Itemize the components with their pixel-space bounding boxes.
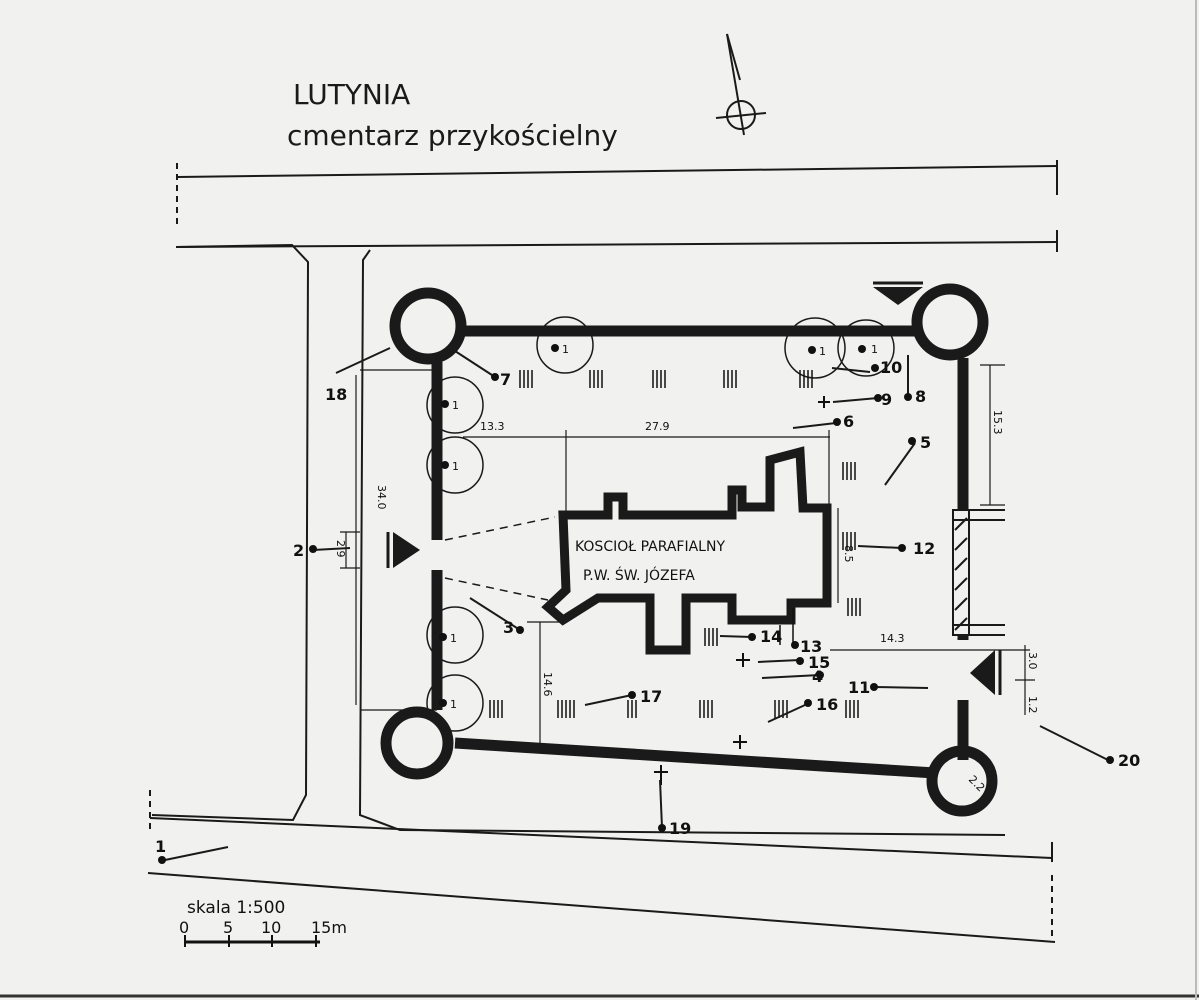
church-label-line2: P.W. ŚW. JÓZEFA <box>583 566 695 584</box>
marker-19: 19 <box>669 819 691 838</box>
scale-tick-5: 5 <box>223 918 233 937</box>
entrance-right-icon <box>970 650 1002 695</box>
marker-1: 1 <box>155 837 166 856</box>
marker-17: 17 <box>640 687 662 706</box>
tree-label: 1 <box>562 343 569 356</box>
marker-13: 13 <box>800 637 822 656</box>
viewpoint-arrows <box>164 347 1109 861</box>
entrance-top-icon <box>873 281 923 305</box>
marker-12: 12 <box>913 539 935 558</box>
tree-label: 1 <box>452 399 459 412</box>
marker-2: 2 <box>293 541 304 560</box>
trees <box>426 316 895 732</box>
marker-15: 15 <box>808 653 830 672</box>
tree-label: 1 <box>450 632 457 645</box>
dim-15-3: 15.3 <box>991 410 1004 435</box>
marker-dots <box>158 364 1114 864</box>
tree-label: 1 <box>452 460 459 473</box>
cemetery-lot-boundary <box>358 249 1006 836</box>
tree-label: 1 <box>450 698 457 711</box>
marker-7: 7 <box>500 370 511 389</box>
cemetery-wall <box>380 283 998 817</box>
scale-label: skala 1:500 <box>187 898 285 918</box>
road-bottom <box>147 817 1056 943</box>
marker-18: 18 <box>325 385 347 404</box>
church-label-line1: KOSCIOŁ PARAFIALNY <box>575 539 725 555</box>
dim-27-9: 27.9 <box>645 420 670 433</box>
marker-20: 20 <box>1118 751 1140 770</box>
scale-tick-0: 0 <box>179 918 189 937</box>
church-outline <box>541 446 832 655</box>
marker-10: 10 <box>880 358 902 377</box>
dim-14-3: 14.3 <box>880 632 905 645</box>
marker-16: 16 <box>816 695 838 714</box>
right-gate <box>952 509 1005 636</box>
marker-8: 8 <box>915 387 926 406</box>
scale-bar: skala 1:500 0 5 10 15m <box>179 898 347 947</box>
marker-5: 5 <box>920 433 931 452</box>
marker-11: 11 <box>848 678 870 697</box>
marker-3: 3 <box>503 618 514 637</box>
marker-9: 9 <box>881 390 892 409</box>
dim-3-0: 3.0 <box>1026 652 1039 670</box>
entrance-left-icon <box>386 532 420 568</box>
tree-label: 1 <box>819 345 826 358</box>
road-top <box>175 160 1058 252</box>
dim-8-5: 8.5 <box>842 545 855 563</box>
grave-marks <box>489 370 861 718</box>
dim-13-3: 13.3 <box>480 420 505 433</box>
left-plot-boundary <box>149 243 310 830</box>
dim-14-6: 14.6 <box>541 672 554 697</box>
dimension-lines <box>340 364 1035 743</box>
dim-1-2: 1.2 <box>1026 696 1039 714</box>
map-title: LUTYNIA <box>293 78 410 111</box>
tree-label: 1 <box>871 343 878 356</box>
marker-14: 14 <box>760 627 782 646</box>
scale-tick-10: 10 <box>261 918 281 937</box>
dim-34-0: 34.0 <box>375 485 388 510</box>
marker-4: 4 <box>812 667 823 686</box>
church-path <box>444 516 556 601</box>
scale-tick-15: 15m <box>311 918 347 937</box>
north-arrow-icon <box>715 33 767 136</box>
tree-dots <box>439 344 866 707</box>
marker-6: 6 <box>843 412 854 431</box>
cross-icons <box>654 396 830 785</box>
map-subtitle: cmentarz przykościelny <box>287 119 618 152</box>
